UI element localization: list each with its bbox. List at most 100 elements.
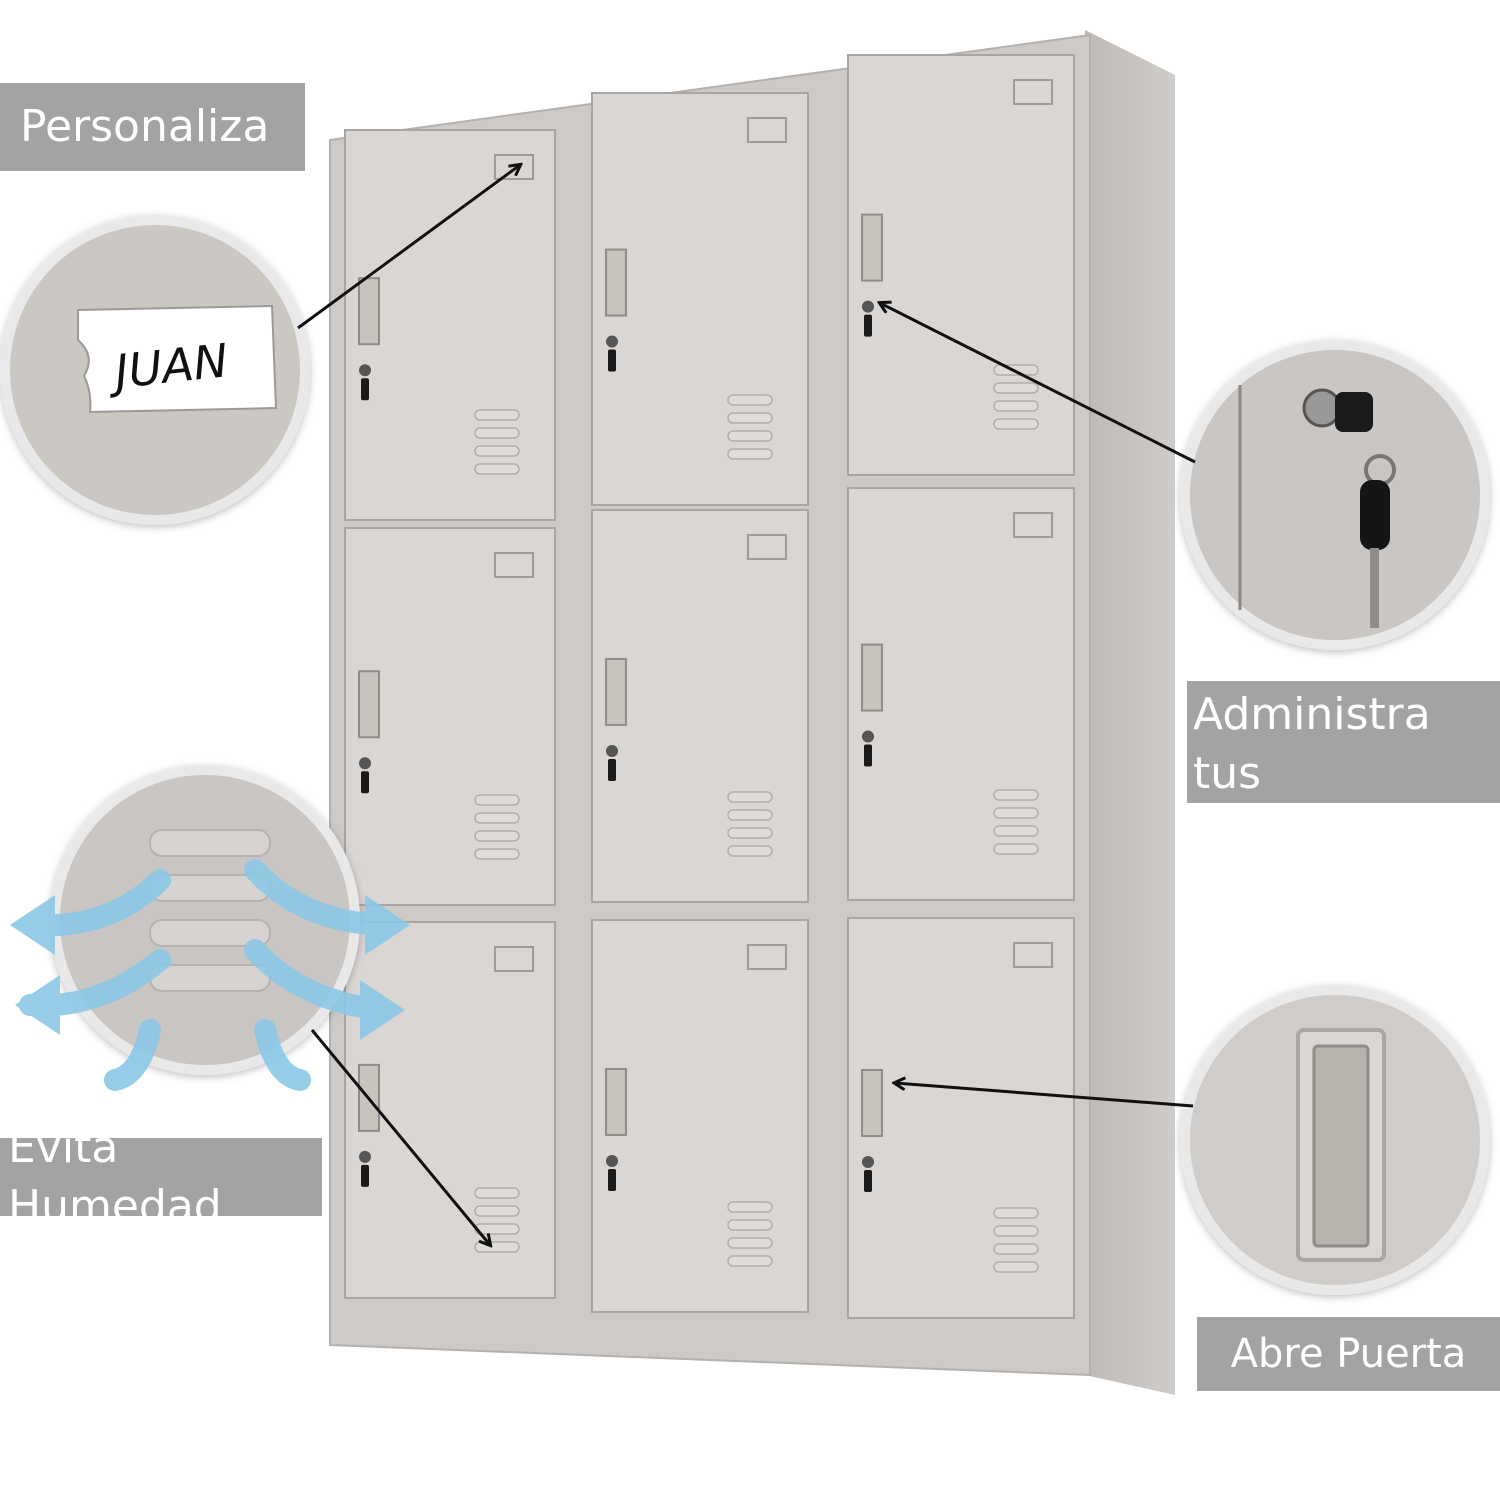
vent-slot	[727, 1201, 773, 1213]
arrow-to-handle	[895, 1083, 1194, 1108]
lock-icon	[359, 757, 371, 770]
vent-slot	[993, 1261, 1039, 1273]
vent-slot	[993, 789, 1039, 801]
lock-icon	[862, 730, 874, 743]
key-icon	[608, 1168, 616, 1191]
door-handle	[861, 1069, 883, 1137]
name-tag-holder	[747, 944, 787, 970]
lock-icon	[606, 1154, 618, 1167]
vent-slot	[727, 430, 773, 442]
door-handle	[605, 1067, 627, 1136]
vent-slot	[474, 1241, 520, 1253]
label-personalize: Personaliza	[0, 83, 305, 171]
door-panel	[591, 919, 809, 1313]
lock-icon	[606, 744, 618, 757]
locker-door[interactable]	[847, 54, 1075, 476]
door-handle	[605, 657, 627, 726]
vent-slot	[993, 418, 1039, 430]
vent-slot	[727, 845, 773, 857]
lock-icon	[359, 1150, 371, 1163]
vent-slot	[474, 1205, 520, 1217]
door-panel	[591, 509, 809, 903]
name-tag-holder	[494, 154, 534, 180]
key-icon	[608, 349, 616, 372]
key-icon	[608, 758, 616, 781]
arrow-to-lock	[880, 303, 1196, 464]
name-tag-text: JUAN	[104, 333, 230, 399]
vent-slot	[993, 807, 1039, 819]
vent-slot	[474, 1187, 520, 1199]
locker-door[interactable]	[591, 919, 809, 1313]
vent-slot	[993, 1243, 1039, 1255]
key-icon	[361, 1164, 369, 1187]
vent-slot	[727, 1237, 773, 1249]
vent-slot	[474, 794, 520, 806]
vent-slot	[474, 1223, 520, 1235]
lock-icon	[862, 1156, 874, 1168]
label-avoid-humidity: Evita Humedad	[0, 1122, 322, 1232]
vent-icon	[149, 829, 271, 992]
vent-slot	[727, 809, 773, 821]
vent-slot	[474, 445, 520, 457]
locker-cabinet	[329, 30, 1175, 1395]
arrow-to-vent	[310, 1029, 490, 1245]
vent-slot	[474, 830, 520, 842]
cabinet-side-panel	[1085, 30, 1175, 1395]
key-icon	[361, 771, 369, 794]
locker-door[interactable]	[344, 527, 556, 906]
name-tag-holder	[1013, 942, 1053, 968]
locker-door[interactable]	[847, 487, 1075, 901]
arrow-to-name-tag	[297, 165, 520, 330]
key-icon	[361, 378, 369, 401]
vent-slot	[727, 394, 773, 406]
locker-door[interactable]	[847, 917, 1075, 1319]
vent-slot	[474, 812, 520, 824]
vent-slot	[474, 409, 520, 421]
key-icon	[864, 744, 872, 767]
vent-slot	[727, 1219, 773, 1231]
name-tag-holder	[494, 946, 534, 972]
name-tag-holder	[747, 534, 787, 560]
vent-slot	[993, 382, 1039, 394]
callout-airflow	[10, 765, 410, 1091]
name-tag-icon: JUAN	[77, 304, 278, 414]
vent-slot	[993, 1207, 1039, 1219]
callout-name-tag: JUAN	[0, 215, 310, 525]
label-open-door: Abre Puerta	[1197, 1317, 1500, 1391]
key-icon	[864, 314, 872, 337]
name-tag-holder	[747, 117, 787, 143]
pointer-arrows	[297, 165, 1196, 1245]
name-tag-holder	[1013, 512, 1053, 538]
vent-slot	[474, 427, 520, 439]
vent-slot	[993, 843, 1039, 855]
vent-slot	[727, 448, 773, 460]
door-handle	[861, 643, 883, 712]
key-icon	[1302, 388, 1396, 628]
door-handle	[358, 277, 380, 346]
vent-slot	[474, 848, 520, 860]
vent-slot	[993, 1225, 1039, 1237]
door-handle	[605, 248, 627, 317]
lock-icon	[359, 364, 371, 377]
label-manage-spaces: Administra tus Espacios	[1187, 681, 1500, 859]
locker-door[interactable]	[591, 509, 809, 903]
handle-icon	[1296, 1028, 1386, 1262]
lock-icon	[606, 335, 618, 348]
locker-door[interactable]	[591, 92, 809, 506]
vent-slot	[727, 1255, 773, 1267]
lock-icon	[862, 300, 874, 313]
door-handle	[861, 213, 883, 282]
vent-slot	[727, 412, 773, 424]
vent-slot	[993, 400, 1039, 412]
airflow-arrow-icon	[10, 859, 410, 1091]
vent-slot	[727, 791, 773, 803]
door-handle	[358, 670, 380, 739]
name-tag-holder	[494, 552, 534, 578]
callout-key-lock	[1180, 340, 1490, 650]
name-tag-holder	[1013, 79, 1053, 105]
vent-slot	[727, 827, 773, 839]
key-icon	[864, 1170, 872, 1192]
vent-slot	[474, 463, 520, 475]
locker-door[interactable]	[344, 129, 556, 521]
